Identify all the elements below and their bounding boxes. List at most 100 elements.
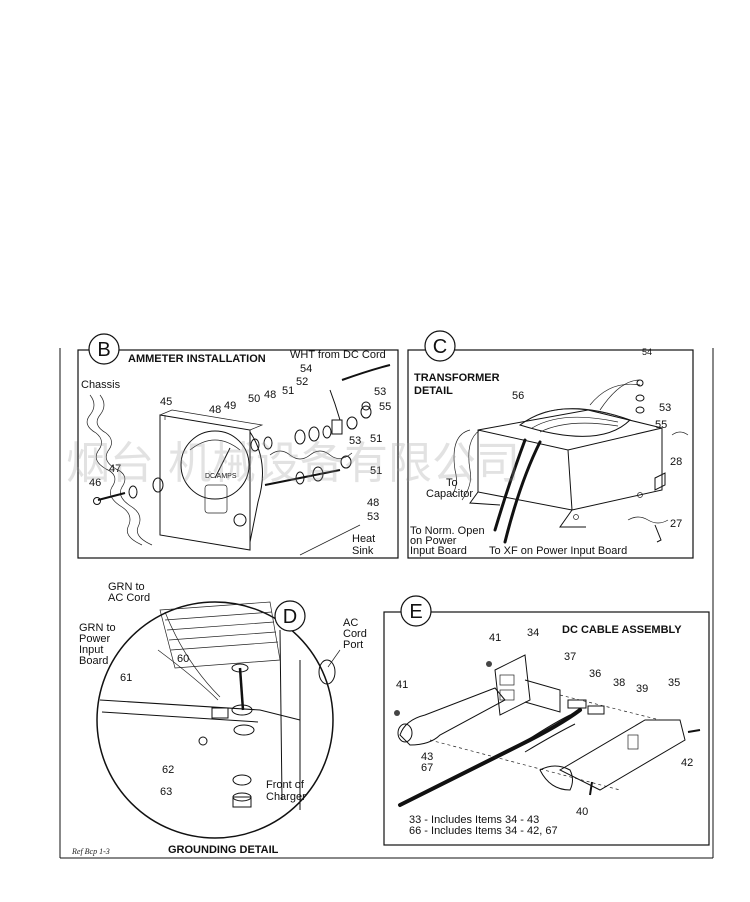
part-41a: 41 [489, 632, 501, 644]
ac-cord-port [318, 659, 336, 685]
part-60: 60 [177, 653, 189, 665]
part-45: 45 [160, 396, 172, 408]
wire-norm-open [493, 438, 527, 532]
lead-to-terminal [599, 379, 641, 411]
hardware-stack-top [250, 364, 391, 452]
panel-c-badge: C [433, 336, 447, 358]
washer-53 [635, 394, 645, 402]
foot-hole-1 [573, 514, 579, 520]
part-34: 34 [527, 627, 539, 639]
plug-housing-right-35 [558, 719, 686, 791]
capacitor-wire-1 [451, 429, 471, 496]
terminal-36 [567, 699, 587, 709]
wire-xf [503, 440, 542, 544]
cable-split-1 [519, 714, 571, 746]
panel-c-badge-circle [424, 330, 456, 362]
ammeter-mount [233, 513, 247, 527]
part-27: 27 [670, 518, 682, 530]
plug-contacts [524, 679, 561, 713]
nut-28 [654, 472, 666, 491]
part-42: 42 [681, 757, 693, 769]
label-ac-port-1: AC [343, 617, 358, 629]
label-chassis: Chassis [81, 379, 121, 391]
washer-lower [233, 724, 255, 736]
label-front-1: Front of [266, 779, 305, 791]
part-35: 35 [668, 677, 680, 689]
heat-sink-edge [269, 450, 353, 460]
dc-cable-43 [398, 708, 582, 807]
chassis-wavy [627, 516, 669, 524]
nut-63-top [232, 792, 252, 802]
part-50: 50 [248, 393, 260, 405]
part-53c: 53 [367, 511, 379, 523]
screw-41-top [486, 661, 492, 667]
plug-handle [539, 765, 573, 791]
terminal-ring [636, 379, 644, 387]
label-norm-open-3: Input Board [410, 545, 467, 557]
coil-windings [527, 408, 619, 433]
label-ac-port-2: Cord [343, 628, 367, 640]
panel-b-frame [77, 349, 399, 559]
ac-port-leader [327, 649, 341, 668]
part-63: 63 [160, 786, 172, 798]
dial-scale [189, 439, 241, 451]
part-54-c: 54 [642, 347, 652, 357]
label-heat-sink-2: Sink [352, 545, 374, 557]
chassis-edge [86, 394, 143, 546]
chassis-wavy-2 [671, 431, 689, 436]
dial-needle [214, 447, 231, 479]
grn-wire-pib [157, 649, 219, 701]
label-norm-open-2: on Power [410, 535, 457, 547]
label-grn-pib-4: Board [79, 655, 108, 667]
panel-c-frame [407, 349, 694, 559]
screw-41-left [394, 710, 400, 716]
heat-sink-leader [299, 524, 361, 556]
housing-slot [627, 734, 639, 750]
panel-d-badge: D [283, 606, 297, 628]
part-39: 39 [636, 683, 648, 695]
hardware-stack-bottom [264, 455, 352, 486]
transformer-feet [469, 491, 586, 528]
dial-window [204, 484, 228, 514]
label-to-xf: To XF on Power Input Board [489, 545, 627, 557]
part-53b: 53 [349, 435, 361, 447]
part-53-c: 53 [659, 402, 671, 414]
ammeter-body-curve [249, 431, 263, 543]
part-51b: 51 [370, 433, 382, 445]
part-54: 54 [300, 363, 312, 375]
contact-2 [499, 689, 515, 701]
note-33: 33 - Includes Items 34 - 43 [409, 814, 539, 826]
label-norm-open-1: To Norm. Open [410, 525, 485, 537]
chassis-edge-inner [96, 394, 153, 546]
part-56: 56 [512, 390, 524, 402]
panel-d-title: GROUNDING DETAIL [168, 844, 279, 856]
transformer-edges [477, 427, 663, 511]
part-62: 62 [162, 764, 174, 776]
part-49: 49 [224, 400, 236, 412]
screw-42 [687, 729, 701, 733]
ammeter-plate-top [159, 409, 264, 431]
nut-63 [232, 796, 252, 808]
label-grn-pib-2: Power [79, 633, 111, 645]
nut-55 [635, 406, 645, 414]
panel-e-dc-cable-assembly: E DC CABLE ASSEMBLY 41 34 41 37 36 38 39… [383, 595, 710, 846]
label-grn-pib-1: GRN to [79, 622, 116, 634]
panel-e-title: DC CABLE ASSEMBLY [562, 624, 682, 636]
part-51c: 51 [370, 465, 382, 477]
foot-hole-2 [637, 492, 643, 498]
charger-grille [164, 611, 279, 651]
label-ac-port-3: Port [343, 639, 363, 651]
screw-40 [589, 781, 593, 796]
assembly-guides [429, 694, 661, 791]
plug-block [494, 654, 531, 716]
part-40: 40 [576, 806, 588, 818]
washer-62 [232, 774, 252, 786]
reference-code: Ref Bcp 1-3 [71, 847, 110, 856]
ammeter-dial [180, 430, 250, 500]
part-61: 61 [120, 672, 132, 684]
label-capacitor: Capacitor [426, 488, 473, 500]
part-55-c: 55 [655, 419, 667, 431]
dial-face-text: DC AMPS [205, 473, 237, 480]
panel-hole [198, 736, 208, 746]
